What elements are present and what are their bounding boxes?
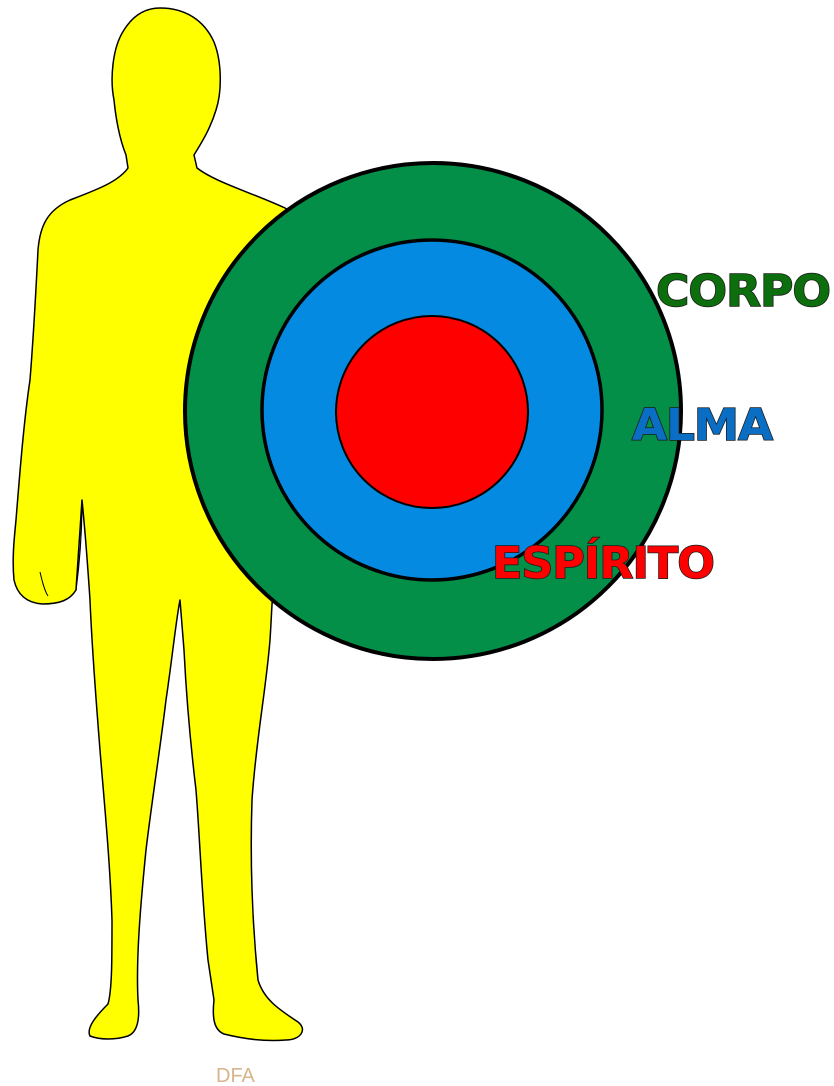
espirito-inner-core: [336, 316, 528, 508]
label-espirito: ESPÍRITO: [492, 536, 714, 589]
label-alma: ALMA: [632, 400, 773, 451]
credit-text: DFA: [216, 1065, 256, 1086]
label-corpo: CORPO: [656, 266, 830, 317]
